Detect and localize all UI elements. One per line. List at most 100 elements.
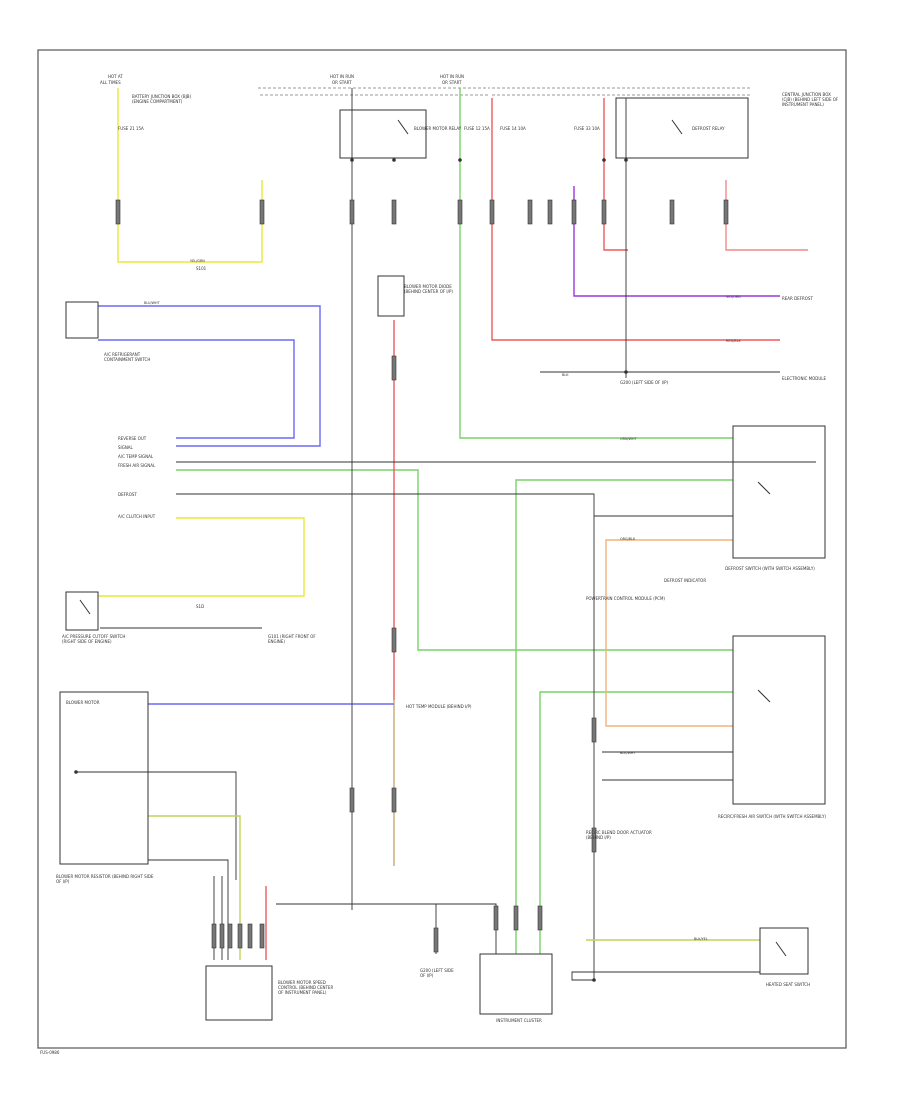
wire-red-relay <box>603 98 628 251</box>
blower-relay-contact <box>397 119 409 135</box>
power-left-line1: HOT AT <box>108 74 123 79</box>
pcm-input-5: A/C CLUTCH INPUT <box>118 514 156 519</box>
defrost-switch-label: DEFROST SWITCH (WITH SWITCH ASSEMBLY) <box>725 566 815 571</box>
heated-seat-contact <box>775 941 787 957</box>
splice-dot <box>624 158 628 162</box>
connector-barrel <box>547 199 553 225</box>
wire-tag-blkwht: BLK/WHT <box>620 751 636 755</box>
connector-barrel <box>259 199 265 225</box>
connector-barrel <box>391 199 397 225</box>
connector-barrel <box>237 923 243 949</box>
connector-barrel <box>115 199 121 225</box>
blower-relay-box <box>339 109 427 159</box>
pressure-switch-contact <box>79 599 91 615</box>
connector-barrel <box>527 199 533 225</box>
splice-g200: G200 (LEFT SIDE OF I/P) <box>620 380 669 385</box>
defrost-switch-contact <box>757 481 771 495</box>
splice-s1d: S1D <box>196 604 204 609</box>
recirc-switch-label: RECIRC/FRESH AIR SWITCH (WITH SWITCH ASS… <box>718 814 826 819</box>
connector-barrel <box>513 905 519 931</box>
connector-barrel <box>489 199 495 225</box>
wire-orange-recirc <box>605 539 733 727</box>
ac-pressure-label: A/C PRESSURE CUTOFF SWITCH (RIGHT SIDE O… <box>62 634 125 644</box>
fan-switch-label: BLOWER MOTOR SPEED CONTROL (BEHIND CENTE… <box>278 980 333 995</box>
wire-tag-vio: VIO/ORG <box>726 295 741 299</box>
splice-s101: S101 <box>196 266 207 271</box>
wire-tag-blu: BLU/WHT <box>144 301 161 305</box>
wire-tag-yel: YEL/GRN <box>190 259 205 263</box>
connector-barrel <box>537 905 543 931</box>
wire-tag-red: RED/BLK <box>726 339 741 343</box>
ac-pressure-switch-box <box>65 591 99 631</box>
connector-barrel <box>349 787 355 813</box>
wire-blue-refrigerant <box>98 305 321 447</box>
blower-motor-label: BLOWER MOTOR <box>66 700 99 705</box>
splice-dot <box>74 770 78 774</box>
connector-barrel <box>391 627 397 653</box>
ground-note-label: G101 (RIGHT FRONT OF ENGINE) <box>268 634 316 644</box>
wire-green-cluster-2 <box>539 691 733 954</box>
connector-barrel <box>571 199 577 225</box>
fuse-note-right: CENTRAL JUNCTION BOX (CJB) (BEHIND LEFT … <box>782 92 838 107</box>
wire-green-cluster <box>515 479 733 954</box>
connector-barrel <box>227 923 233 949</box>
power-center-line1: HOT IN RUN <box>330 74 354 79</box>
connector-barrel <box>433 927 439 953</box>
fuse-label-0: FUSE 21 15A <box>118 126 144 131</box>
instrument-cluster-label: INSTRUMENT CLUSTER <box>496 1018 542 1023</box>
refrigerant-switch-label: A/C REFRIGERANT CONTAINMENT SWITCH <box>104 352 150 362</box>
pcm-input-0: REVERSE OUT <box>118 436 147 441</box>
connector-barrel <box>219 923 225 949</box>
connector-barrel <box>591 827 597 853</box>
footer-code: FUS-0986 <box>40 1050 60 1055</box>
fuse-label-1: FUSE 12 15A <box>464 126 490 131</box>
connector-barrel <box>259 923 265 949</box>
recirc-switch-contact <box>757 689 771 703</box>
connector-barrel <box>723 199 729 225</box>
defrost-relay-contact <box>671 119 683 135</box>
heated-seat-switch-box <box>759 927 809 975</box>
pcm-input-3: FRESH AIR SIGNAL <box>118 463 156 468</box>
pcm-input-2: A/C TEMP SIGNAL <box>118 454 154 459</box>
wire-tag-blk: BLK <box>562 373 569 377</box>
splice-dot <box>602 158 606 162</box>
relay-label-0: BLOWER MOTOR RELAY <box>414 126 462 131</box>
blower-resistor-label: BLOWER MOTOR RESISTOR (BEHIND RIGHT SIDE… <box>56 874 153 884</box>
connector-barrel <box>669 199 675 225</box>
recirc-blend-label: RECIRC BLEND DOOR ACTUATOR (BEHIND I/P) <box>586 830 652 840</box>
splice-dot <box>624 370 628 374</box>
power-center-line2: OR START <box>332 80 352 85</box>
wire-blk-pcm-2 <box>176 493 760 981</box>
splice-dot <box>350 158 354 162</box>
pcm-input-4: DEFROST <box>118 492 137 497</box>
heated-seat-label: HEATED SEAT SWITCH <box>766 982 810 987</box>
connector-barrel <box>601 199 607 225</box>
recirc-switch-box <box>732 635 826 805</box>
splice-dot <box>392 158 396 162</box>
defrost-switch-box <box>732 425 826 559</box>
diode-box <box>377 275 405 317</box>
power-left-line2: ALL TIMES <box>100 80 121 85</box>
diode-label: BLOWER MOTOR DIODE (BEHIND CENTER OF I/P… <box>404 284 453 294</box>
wire-blue-refrigerant-2 <box>98 339 295 439</box>
diagram-frame <box>37 49 847 1049</box>
pcm-label: POWERTRAIN CONTROL MODULE (PCM) <box>586 596 665 601</box>
connector-barrel <box>591 717 597 743</box>
fuse-ref-label: ELECTRONIC MODULE <box>782 376 826 381</box>
wire-red-main <box>491 98 780 341</box>
rear-def-label: REAR DEFROST <box>782 296 813 301</box>
connector-barrel <box>349 199 355 225</box>
power-center2-line1: HOT IN RUN <box>440 74 464 79</box>
blower-resistor-box <box>59 691 149 865</box>
splice-dot <box>458 158 462 162</box>
wire-green-recirc <box>176 469 733 651</box>
pcm-input-1: SIGNAL <box>118 445 134 450</box>
relay-label-1: DEFROST RELAY <box>692 126 725 131</box>
splice-dot <box>592 978 596 982</box>
connector-barrel <box>247 923 253 949</box>
connector-barrel <box>457 199 463 225</box>
wire-yellow-pcm <box>98 517 305 597</box>
modulator-label: HOT TEMP MODULE (BEHIND I/P) <box>406 704 471 709</box>
